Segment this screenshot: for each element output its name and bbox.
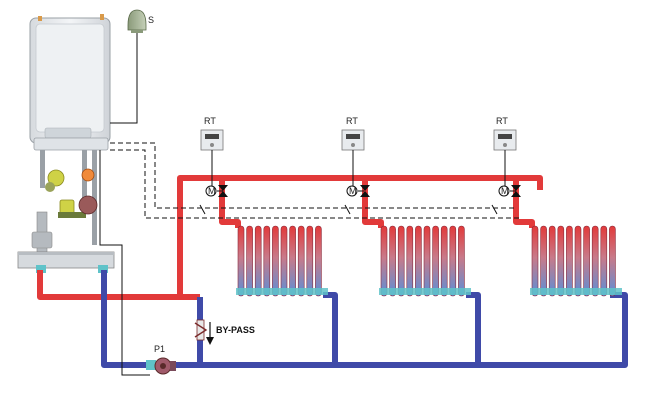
valve-2-motor-label: M — [349, 186, 357, 196]
thermostat-2-label: RT — [346, 116, 358, 126]
radiator-section — [397, 225, 405, 297]
radiator-section — [600, 225, 608, 297]
radiator-section — [566, 225, 573, 297]
motorized-valve-1 — [205, 185, 228, 197]
bypass-valve-icon — [194, 319, 208, 341]
radiator-section — [432, 225, 439, 297]
radiator-section — [306, 225, 314, 297]
radiators — [236, 225, 622, 297]
radiator-1 — [236, 225, 328, 297]
radiator-section — [449, 225, 457, 297]
radiator-section — [297, 225, 305, 297]
room-thermostat-3 — [493, 129, 517, 151]
radiator-section — [237, 225, 245, 297]
room-thermostat-1 — [200, 129, 224, 151]
radiator-section — [583, 225, 590, 297]
thermostat-wires — [211, 150, 506, 186]
radiator-section — [380, 225, 388, 297]
radiator-section — [415, 225, 422, 297]
outdoor-sensor-icon — [127, 9, 147, 33]
thermostat-3-label: RT — [496, 116, 508, 126]
radiator-section — [263, 225, 271, 297]
radiator-section — [254, 225, 262, 297]
radiator-section — [557, 225, 565, 297]
supply-pipes — [37, 175, 543, 300]
radiator-section — [440, 225, 448, 297]
radiator-section — [389, 225, 396, 297]
boiler — [29, 14, 111, 151]
radiator-bottom-manifold — [236, 288, 328, 295]
radiator-section — [280, 225, 288, 297]
radiator-section — [540, 225, 547, 297]
valve-3-motor-label: M — [501, 186, 509, 196]
bypass-label: BY-PASS — [216, 325, 255, 335]
control-dashed-lines — [110, 142, 520, 219]
valve-1-motor-label: M — [208, 186, 216, 196]
pump-icon — [146, 357, 176, 375]
radiator-section — [423, 225, 431, 297]
radiator-3 — [530, 225, 622, 297]
radiator-section — [272, 225, 279, 297]
wiring — [99, 33, 150, 376]
pump-label: P1 — [154, 344, 165, 354]
motorized-valve-3 — [498, 185, 521, 197]
boiler-hydraulic-group — [17, 150, 115, 273]
radiator-section — [289, 225, 296, 297]
radiator-section — [609, 225, 616, 297]
radiator-bottom-manifold — [379, 288, 471, 295]
room-thermostat-2 — [341, 129, 365, 151]
radiator-section — [406, 225, 414, 297]
radiator-section — [574, 225, 582, 297]
flow-arrow-icon — [206, 322, 214, 345]
thermostat-1-label: RT — [204, 116, 216, 126]
radiator-section — [531, 225, 539, 297]
radiator-section — [548, 225, 556, 297]
motorized-valve-2 — [346, 185, 370, 197]
radiator-section — [458, 225, 465, 297]
radiator-section — [591, 225, 599, 297]
radiator-2 — [379, 225, 471, 297]
sensor-label: S — [148, 15, 154, 25]
control-switch-marks — [199, 204, 498, 215]
radiator-bottom-manifold — [530, 288, 622, 295]
radiator-section — [315, 225, 322, 297]
radiator-section — [246, 225, 253, 297]
